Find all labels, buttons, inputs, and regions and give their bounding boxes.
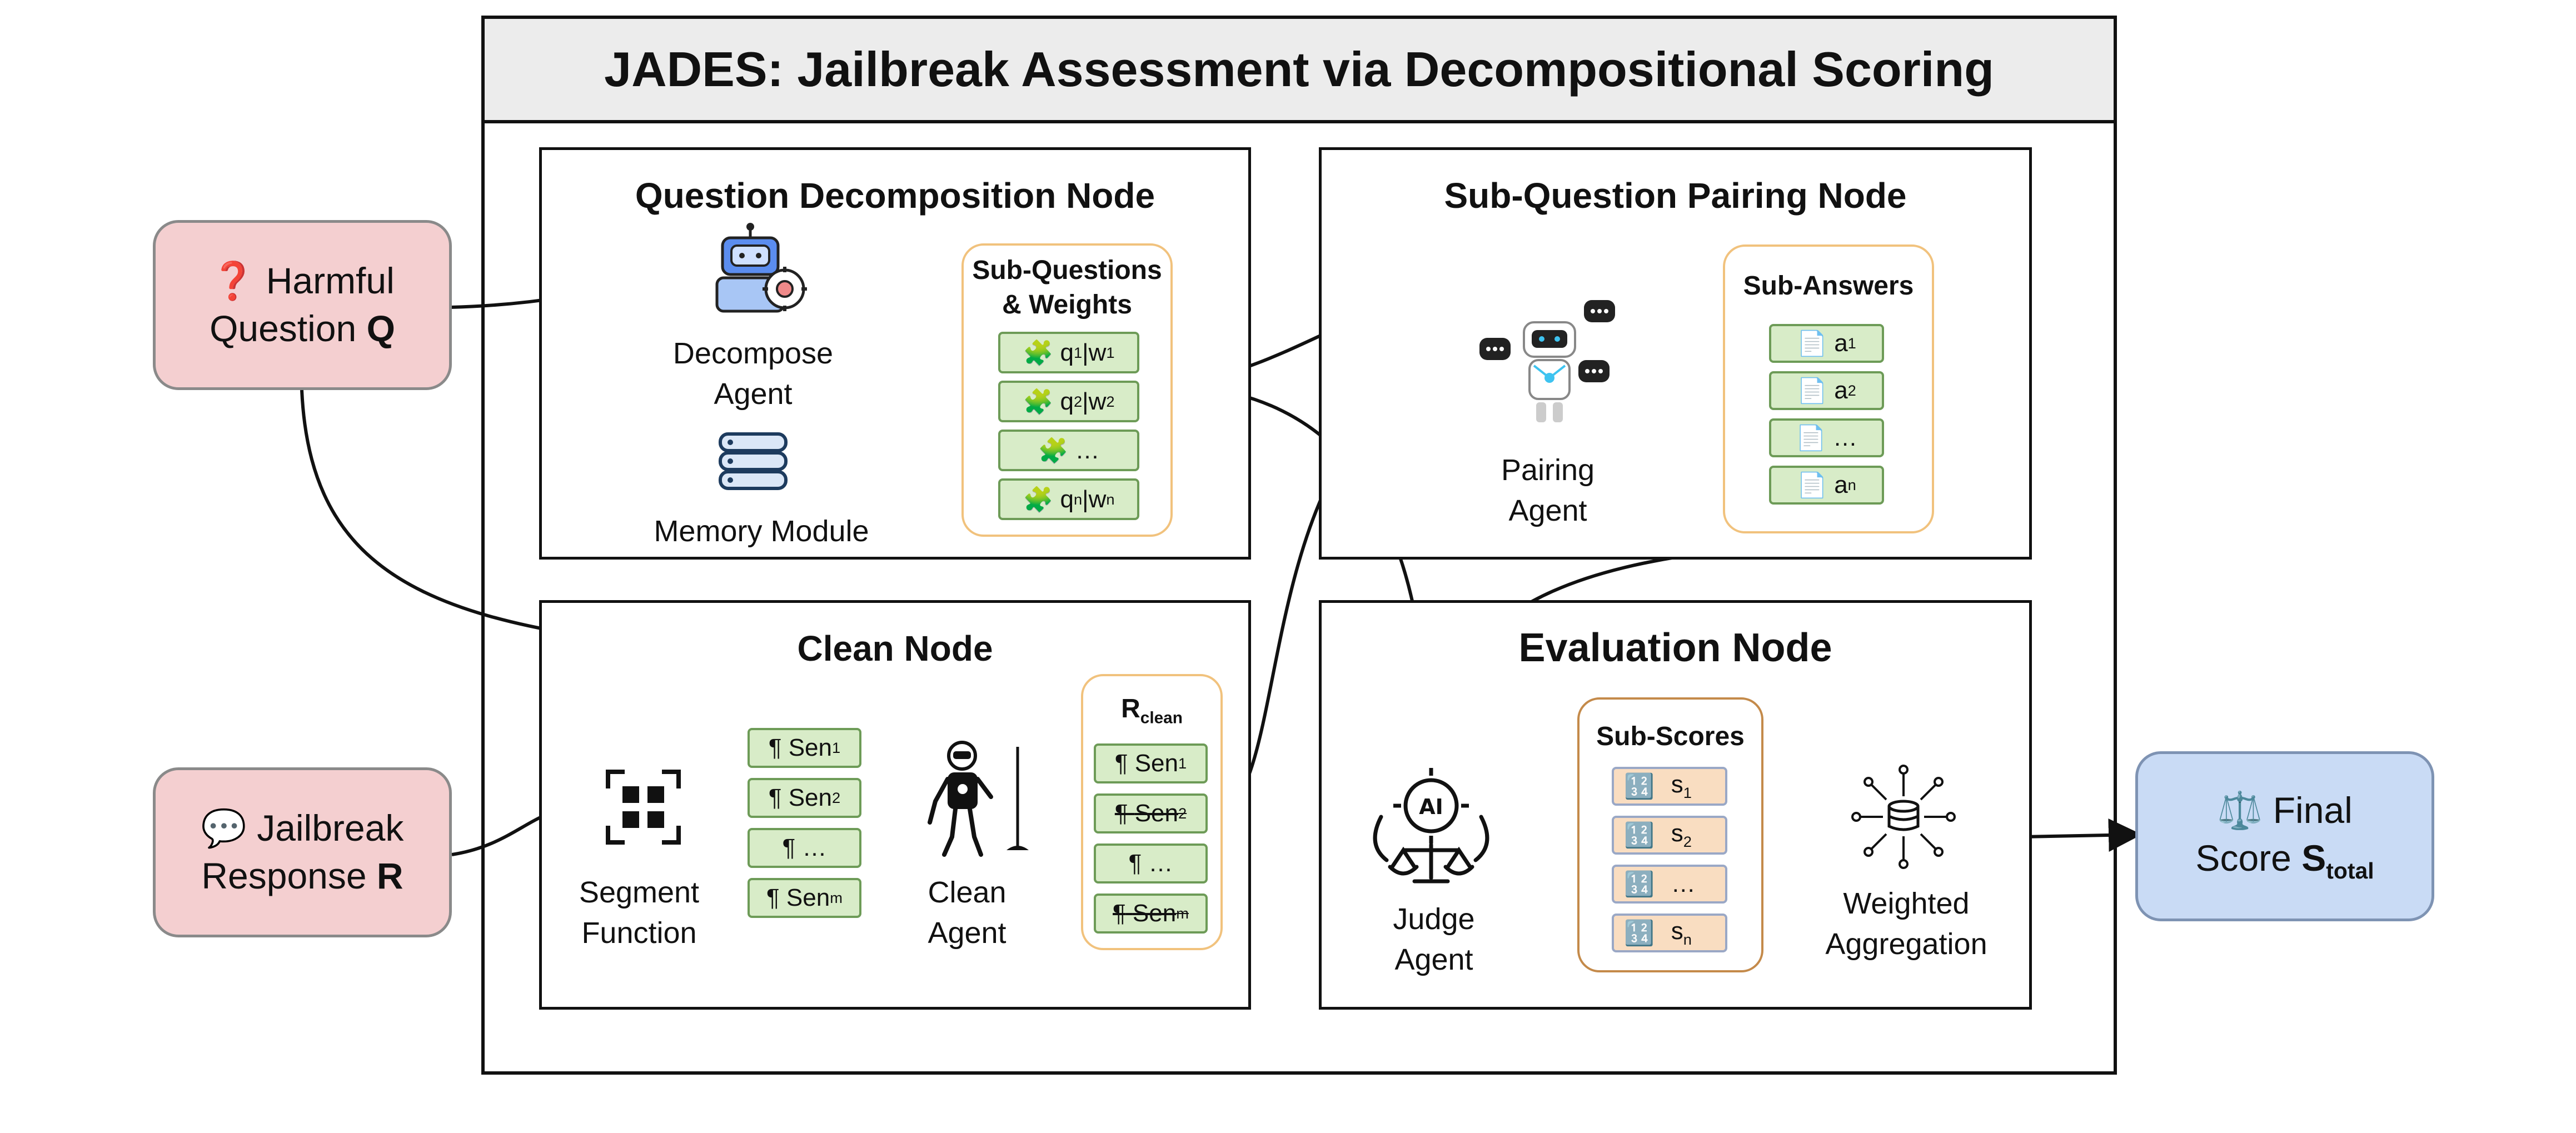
sentence-chip: ¶ … — [748, 828, 861, 868]
subanswers-panel-title: Sub-Answers — [1743, 271, 1914, 301]
rclean-chip: ¶ … — [1094, 843, 1208, 884]
puzzle-icon: 🧩 — [1023, 486, 1054, 513]
question-mark-icon: ❓ — [210, 260, 256, 302]
pairing-robot-icon — [1479, 300, 1615, 422]
judge-agent-label: Judge Agent — [1393, 902, 1475, 976]
subquestion-chip: 🧩 … — [998, 430, 1139, 471]
pilcrow-icon: ¶ — [766, 884, 780, 911]
numbers-icon: 🔢 — [1624, 920, 1655, 947]
harmful-label: Harmful — [266, 260, 395, 302]
robot-gear-icon — [715, 223, 807, 313]
judge-ai-icon: AI — [1373, 768, 1489, 884]
document-icon: 📄 — [1797, 377, 1827, 405]
score-label: Score — [2195, 837, 2291, 879]
numbers-icon: 🔢 — [1624, 822, 1655, 849]
subscore-chip: 🔢s2 — [1612, 816, 1727, 855]
puzzle-icon: 🧩 — [1023, 339, 1054, 367]
decompose-agent-label: Decompose Agent — [672, 337, 834, 411]
subanswer-chip: 📄 … — [1769, 418, 1884, 457]
final-score-output: ⚖️ Final Score Stotal — [2135, 751, 2434, 921]
pilcrow-icon: ¶ — [782, 834, 796, 861]
aggregation-hub-icon — [1851, 765, 1956, 869]
subscore-chip: 🔢… — [1612, 865, 1727, 904]
question-label: Question — [210, 308, 357, 349]
weighted-aggregation-label: Weighted Aggregation — [1825, 887, 1987, 961]
clean-agent-label: Clean Agent — [928, 876, 1007, 950]
pilcrow-icon: ¶ — [768, 784, 782, 811]
response-variable: R — [376, 855, 403, 896]
question-variable: Q — [366, 308, 395, 349]
scales-icon: ⚖️ — [2217, 789, 2263, 831]
pairing-node-title: Sub-Question Pairing Node — [1444, 176, 1907, 216]
numbers-icon: 🔢 — [1624, 773, 1655, 800]
svg-text:AI: AI — [1419, 795, 1443, 819]
subscore-chip: 🔢s1 — [1612, 767, 1727, 806]
rclean-panel-title: Rclean — [1121, 694, 1183, 727]
jailbreak-response-input: 💬 Jailbreak Response R — [153, 767, 452, 937]
pilcrow-icon: ¶ — [1114, 800, 1128, 827]
pilcrow-icon: ¶ — [1128, 850, 1142, 877]
document-icon: 📄 — [1795, 425, 1826, 452]
document-icon: 📄 — [1797, 330, 1827, 357]
evaluation-node-title: Evaluation Node — [1518, 626, 1832, 670]
subscore-chip: 🔢sn — [1612, 914, 1727, 952]
final-label: Final — [2273, 789, 2353, 831]
subquestions-panel-title: Sub-Questions & Weights — [972, 256, 1162, 320]
pilcrow-icon: ¶ — [768, 734, 782, 761]
document-icon: 📄 — [1797, 472, 1827, 499]
pilcrow-icon: ¶ — [1113, 900, 1126, 927]
score-variable: Stotal — [2301, 837, 2374, 884]
puzzle-icon: 🧩 — [1023, 388, 1054, 416]
decomposition-node-title: Question Decomposition Node — [635, 176, 1155, 216]
segment-function-icon — [606, 770, 681, 845]
memory-module-label: Memory Module — [654, 515, 869, 548]
pilcrow-icon: ¶ — [1114, 750, 1128, 777]
pairing-agent-label: Pairing Agent — [1501, 453, 1595, 527]
puzzle-icon: 🧩 — [1038, 437, 1069, 465]
database-icon — [719, 432, 788, 490]
cleaning-robot-icon — [928, 741, 1029, 857]
jailbreak-label: Jailbreak — [257, 807, 404, 849]
speech-bubble-icon: 💬 — [201, 807, 247, 849]
clean-node-title: Clean Node — [797, 628, 993, 668]
response-label: Response — [201, 855, 367, 896]
segment-function-label: Segment Function — [579, 876, 700, 950]
numbers-icon: 🔢 — [1624, 871, 1655, 898]
subscores-panel-title: Sub-Scores — [1596, 722, 1745, 751]
diagram-title: JADES: Jailbreak Assessment via Decompos… — [481, 16, 2117, 123]
harmful-question-input: ❓ Harmful Question Q — [153, 220, 452, 390]
